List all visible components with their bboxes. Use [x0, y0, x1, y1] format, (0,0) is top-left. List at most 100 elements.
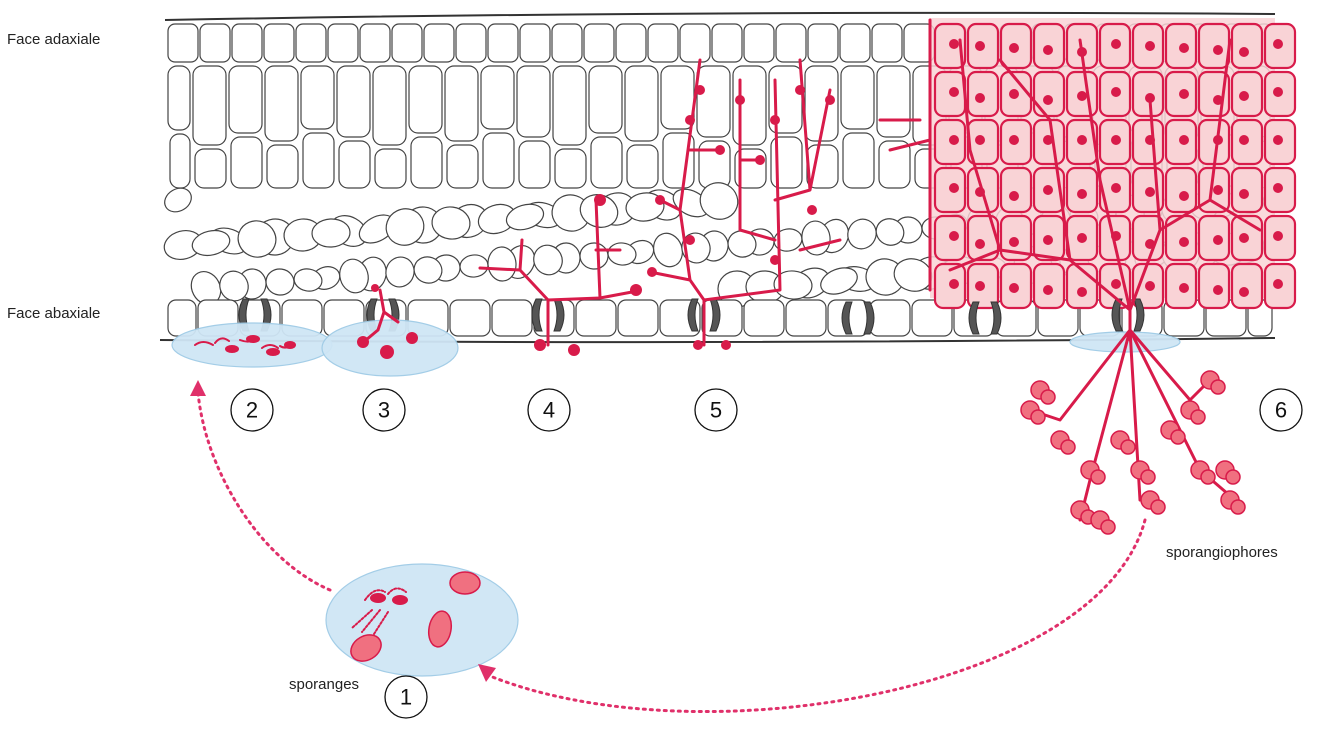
palisade-cell: [483, 133, 514, 188]
haustorium: [949, 135, 959, 145]
haustorium: [1077, 189, 1087, 199]
haustorium: [1179, 43, 1189, 53]
haustorium: [1273, 279, 1283, 289]
haustorium: [1213, 285, 1223, 295]
palisade-cell: [267, 145, 298, 188]
epidermis-cell: [450, 300, 490, 336]
epidermis-cell: [808, 24, 838, 62]
sporangium: [1041, 390, 1055, 404]
palisade-cell: [841, 66, 874, 129]
haustorium: [735, 95, 745, 105]
haustorium: [1145, 281, 1155, 291]
palisade-cell: [229, 66, 262, 133]
haustorium: [647, 267, 657, 277]
sporangium: [1191, 410, 1205, 424]
label-face-abaxiale: Face abaxiale: [7, 305, 100, 322]
epidermis-cell: [492, 300, 532, 336]
haustorium: [630, 284, 642, 296]
svg-text:2: 2: [246, 398, 258, 423]
palisade-cell: [517, 66, 550, 137]
epidermis-cell: [584, 24, 614, 62]
epidermis-cell: [360, 24, 390, 62]
palisade-cell: [170, 134, 190, 188]
epidermis-cell: [744, 24, 774, 62]
arrow-sporangiophores-to-sporanges: [490, 520, 1145, 712]
sporangiophores-cluster: [1021, 330, 1245, 534]
epidermis-cell: [296, 24, 326, 62]
mesophyll-cell: [459, 254, 489, 279]
palisade-cell: [699, 141, 730, 188]
sporangium: [1231, 500, 1245, 514]
haustorium: [949, 279, 959, 289]
palisade-cell: [303, 133, 334, 188]
sporangium: [1091, 470, 1105, 484]
haustorium: [1239, 233, 1249, 243]
haustorium: [1273, 135, 1283, 145]
palisade-cell: [339, 141, 370, 188]
infected-cell: [1199, 24, 1229, 68]
infected-tissue: [930, 18, 1295, 308]
palisade-cell: [265, 66, 298, 141]
epidermis-cell: [702, 300, 742, 336]
palisade-cell: [445, 66, 478, 141]
haustorium: [1273, 231, 1283, 241]
haustorium: [715, 145, 725, 155]
haustorium: [755, 155, 765, 165]
sporangium: [1226, 470, 1240, 484]
palisade-cell: [553, 66, 586, 145]
haustorium: [695, 85, 705, 95]
palisade-cell: [733, 66, 766, 145]
infected-cell: [1034, 72, 1064, 116]
mesophyll-cell: [160, 183, 195, 216]
epidermis-cell: [328, 24, 358, 62]
haustorium: [1009, 191, 1019, 201]
haustorium: [975, 41, 985, 51]
haustorium: [1213, 235, 1223, 245]
haustorium: [975, 239, 985, 249]
palisade-cell: [337, 66, 370, 137]
sporangiophore-stalk: [1030, 330, 1235, 520]
haustorium: [1043, 45, 1053, 55]
mesophyll-cell: [382, 253, 418, 290]
palisade-cell: [375, 149, 406, 188]
svg-text:1: 1: [400, 685, 412, 710]
epidermis-cell: [576, 300, 616, 336]
sporangium: [1061, 440, 1075, 454]
haustorium: [1009, 43, 1019, 53]
epidermis-cell: [264, 24, 294, 62]
epidermis-cell: [648, 24, 678, 62]
haustorium: [1213, 185, 1223, 195]
haustorium: [1111, 87, 1121, 97]
palisade-cell: [195, 149, 226, 188]
sporangium: [1031, 410, 1045, 424]
palisade-cell: [519, 141, 550, 188]
epidermis-cell: [618, 300, 658, 336]
sporangium: [1121, 440, 1135, 454]
palisade-cell: [591, 137, 622, 188]
epidermis-cell: [744, 300, 784, 336]
epidermis-cell: [786, 300, 826, 336]
haustorium: [1043, 285, 1053, 295]
epidermis-cell: [520, 24, 550, 62]
haustorium: [1179, 89, 1189, 99]
haustorium: [1273, 183, 1283, 193]
epidermis-cell: [680, 24, 710, 62]
epidermis-cell: [200, 24, 230, 62]
palisade-cell: [231, 137, 262, 188]
sporangium: [1201, 470, 1215, 484]
infected-cell: [1166, 168, 1196, 212]
haustorium: [1145, 187, 1155, 197]
mesophyll-cell: [843, 214, 881, 253]
haustorium: [1111, 39, 1121, 49]
sporangium: [1171, 430, 1185, 444]
haustorium: [1213, 45, 1223, 55]
haustorium: [1239, 135, 1249, 145]
haustorium: [1239, 47, 1249, 57]
haustorium: [693, 340, 703, 350]
palisade-cell: [625, 66, 658, 141]
sporangium: [1211, 380, 1225, 394]
haustorium: [975, 281, 985, 291]
haustorium: [1179, 283, 1189, 293]
epidermis-cell: [456, 24, 486, 62]
